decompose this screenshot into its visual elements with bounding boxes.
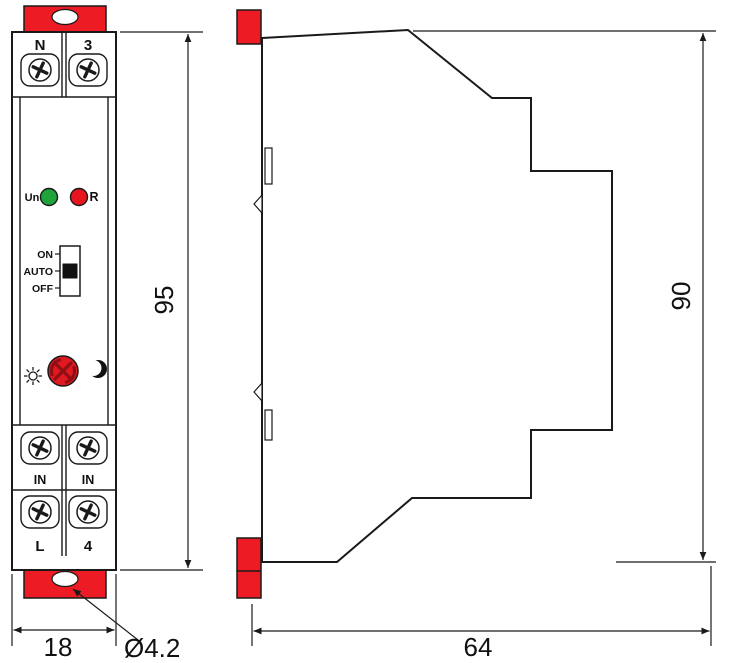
dimension-95: 95 [120,31,203,571]
terminal-screw [75,499,101,525]
switch-label-on: ON [37,249,53,261]
terminal-screw [27,435,53,461]
terminal-screw [75,57,101,83]
terminal-screw [27,57,53,83]
terminal-label-n: N [35,37,46,54]
side-rail-details [253,147,273,441]
led-label-r: R [89,190,98,204]
dim-depth-side: 64 [464,632,493,662]
moon-icon [85,360,107,378]
dimension-18: 18 [11,574,117,662]
red-led [69,187,89,207]
dim-height-side: 90 [666,282,696,311]
side-body-profile [261,28,613,563]
terminal-label-in-right: IN [82,473,95,487]
side-top-mounting-clip [236,9,262,45]
dimension-hole: Ø4.2 [72,588,180,663]
rail-slot-upper [264,147,273,185]
rail-tab-upper [253,193,263,215]
knob-slot-cross [49,358,77,384]
front-panel-lines [12,32,116,556]
switch-label-auto: AUTO [23,266,53,278]
front-top-clip-hole [51,8,79,26]
front-view: N 3 Un R ON AUTO OFF [11,5,117,599]
switch-label-off: OFF [32,283,54,295]
side-bottom-mounting-clip [236,537,262,599]
sun-icon [24,367,42,385]
rail-slot-lower [264,409,273,441]
front-dimensions: 95 18 Ø4.2 [11,31,203,663]
dimension-90: 90 [413,30,716,563]
dim-width-front: 18 [44,632,73,662]
side-dimensions: 90 64 [251,30,716,662]
front-device-body [11,31,117,571]
rail-tab-lower [253,381,263,403]
switch-slider [62,263,78,279]
terminal-label-4: 4 [84,538,93,555]
terminal-label-3: 3 [84,37,92,54]
dim-hole-diameter: Ø4.2 [124,633,180,663]
terminal-screw [75,435,101,461]
terminal-label-l: L [35,538,44,555]
terminal-screw [27,499,53,525]
side-view [236,9,613,599]
terminal-label-in-left: IN [34,473,47,487]
dimension-64: 64 [251,566,712,662]
green-led [39,187,59,207]
front-bottom-clip-hole [51,570,79,588]
adjustment-row [24,355,107,387]
dim-height-front: 95 [149,286,179,315]
mode-switch: ON AUTO OFF [23,245,81,297]
adjustment-knob [47,355,79,387]
led-label-un: Un [25,192,40,204]
